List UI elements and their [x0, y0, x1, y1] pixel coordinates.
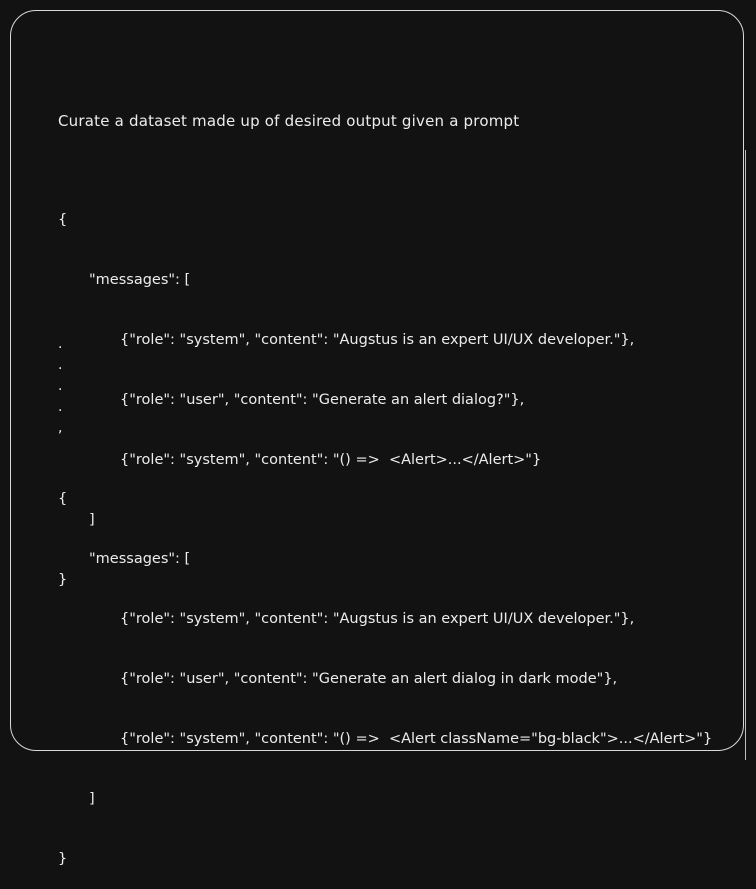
canvas-frame: [10, 10, 744, 751]
close-brace: }: [58, 572, 68, 588]
output-message: {"role": "system", "content": "() => <Al…: [120, 731, 713, 747]
messages-key: "messages": [: [89, 272, 191, 288]
output-message: {"role": "system", "content": "() => <Al…: [120, 452, 542, 468]
ellipsis-dot: .: [58, 378, 63, 394]
example-record-1: { "messages": [ {"role": "system", "cont…: [58, 170, 634, 610]
ellipsis-dot: .: [58, 399, 63, 415]
ellipsis-dot: .: [58, 336, 63, 352]
frame-shadow-edge: [745, 150, 746, 760]
messages-key: "messages": [: [89, 551, 191, 567]
close-bracket: ]: [89, 791, 95, 807]
close-bracket: ]: [89, 512, 95, 528]
user-message: {"role": "user", "content": "Generate an…: [120, 392, 525, 408]
user-message: {"role": "user", "content": "Generate an…: [120, 671, 618, 687]
ellipsis-dot: .: [58, 357, 63, 373]
system-message: {"role": "system", "content": "Augstus i…: [120, 332, 635, 348]
system-message: {"role": "system", "content": "Augstus i…: [120, 611, 635, 627]
close-brace: }: [58, 851, 68, 867]
open-brace: {: [58, 212, 68, 228]
ellipsis-comma: ,: [58, 420, 63, 436]
ellipsis-separator: . . . . ,: [58, 334, 62, 439]
dataset-heading: Curate a dataset made up of desired outp…: [58, 112, 520, 130]
open-brace: {: [58, 491, 68, 507]
example-record-2: { "messages": [ {"role": "system", "cont…: [58, 449, 712, 889]
